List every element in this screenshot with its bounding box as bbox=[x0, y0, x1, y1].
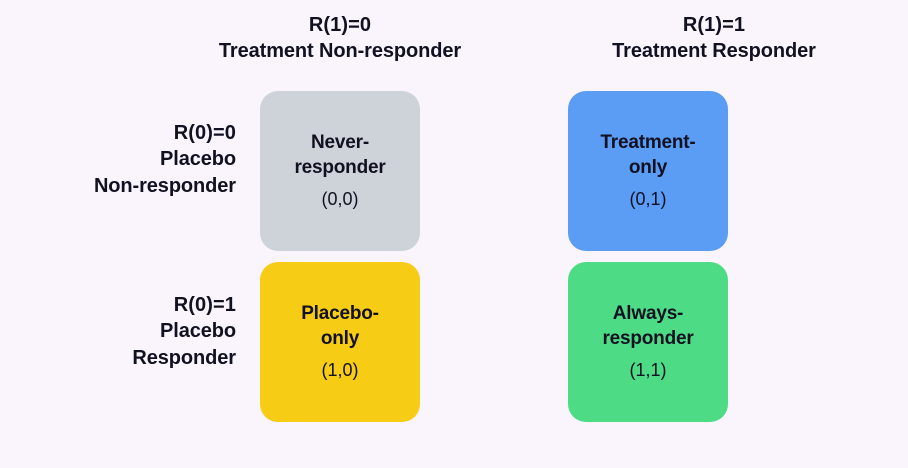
row-label-description-line1: Placebo bbox=[160, 148, 236, 171]
row-label-placebo-nonresponder: R(0)=0 Placebo Non-responder bbox=[0, 120, 236, 199]
cell-label-line2: only bbox=[628, 156, 668, 178]
cell-label-line1: Always- bbox=[612, 303, 684, 325]
row-label-description-line1: Placebo bbox=[160, 320, 236, 343]
cell-label-line2: only bbox=[320, 327, 360, 349]
row-label-code: R(0)=0 bbox=[173, 122, 236, 144]
cell-label: Treatment- only bbox=[600, 131, 695, 180]
column-header-code: R(1)=1 bbox=[682, 14, 746, 36]
cell-label-line1: Placebo- bbox=[301, 303, 379, 325]
cell-placebo-only: Placebo- only (1,0) bbox=[260, 262, 420, 422]
row-label-code: R(0)=1 bbox=[173, 294, 236, 316]
cell-label-line2: responder bbox=[294, 156, 386, 178]
column-header-description: Treatment Responder bbox=[612, 40, 816, 62]
cell-never-responder: Never- responder (0,0) bbox=[260, 91, 420, 251]
cell-label: Never- responder bbox=[294, 131, 385, 180]
cell-tuple: (1,0) bbox=[321, 360, 359, 381]
cell-tuple: (1,1) bbox=[629, 360, 667, 381]
row-label-description-line2: Non-responder bbox=[93, 174, 236, 197]
column-header-code: R(1)=0 bbox=[308, 14, 372, 36]
cell-tuple: (0,1) bbox=[629, 189, 667, 210]
row-label-placebo-responder: R(0)=1 Placebo Responder bbox=[0, 292, 236, 371]
cell-treatment-only: Treatment- only (0,1) bbox=[568, 91, 728, 251]
column-header-description: Treatment Non-responder bbox=[218, 40, 462, 62]
cell-label-line1: Never- bbox=[311, 132, 369, 154]
cell-tuple: (0,0) bbox=[321, 189, 359, 210]
column-header-treatment-nonresponder: R(1)=0 Treatment Non-responder bbox=[180, 12, 500, 64]
column-header-treatment-responder: R(1)=1 Treatment Responder bbox=[554, 12, 874, 64]
cell-label-line2: responder bbox=[602, 327, 694, 349]
row-label-description-line2: Responder bbox=[132, 346, 236, 369]
cell-label-line1: Treatment- bbox=[600, 132, 696, 154]
cell-label: Always- responder bbox=[602, 302, 693, 351]
cell-label: Placebo- only bbox=[301, 302, 379, 351]
cell-always-responder: Always- responder (1,1) bbox=[568, 262, 728, 422]
